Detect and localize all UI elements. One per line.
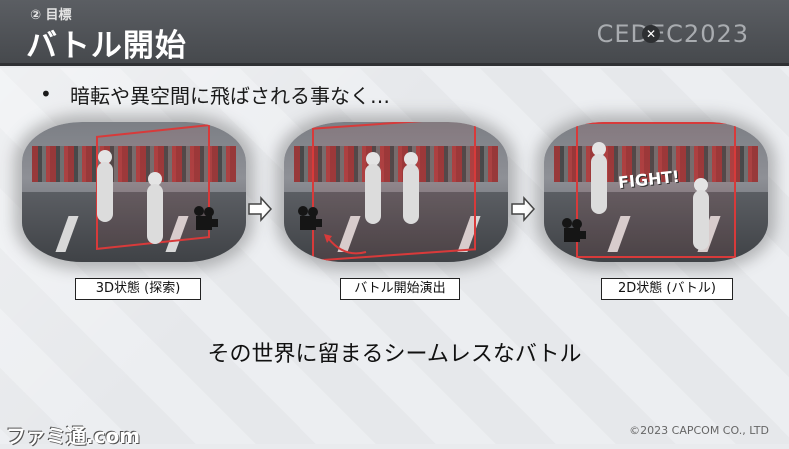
cedec-logo: CEDEC2023 (596, 20, 749, 48)
character (693, 190, 709, 250)
slide-title: バトル開始 (26, 28, 187, 64)
slide-header: ② 目標 バトル開始 CEDEC2023 ✕ (0, 0, 789, 66)
scene-label-transition: バトル開始演出 (340, 278, 460, 300)
scene-transition-image (284, 122, 508, 262)
road (544, 192, 768, 262)
character (403, 164, 419, 224)
character-head (592, 142, 606, 156)
character (97, 162, 113, 222)
character-head (366, 152, 380, 166)
character (365, 164, 381, 224)
bullet-text: 暗転や異空間に飛ばされる事なく… (70, 84, 390, 108)
section-subtitle: ② 目標 (30, 8, 72, 23)
scene-2d-image (544, 122, 768, 262)
scene-3d-image (22, 122, 246, 262)
arrow-right-icon (248, 196, 273, 222)
camera-icon (194, 206, 218, 232)
tagline: その世界に留まるシームレスなバトル (207, 342, 582, 367)
curved-arrow-icon (324, 234, 367, 255)
camera-icon (562, 218, 586, 244)
character-head (98, 150, 112, 164)
crowd (554, 146, 758, 182)
arrow-right-icon (511, 196, 536, 222)
character-head (694, 178, 708, 192)
bullet-marker: • (40, 82, 52, 106)
camera-icon (298, 206, 322, 232)
scene-label-2d: 2D状態 (バトル) (601, 278, 733, 300)
character-head (148, 172, 162, 186)
copyright: ©2023 CAPCOM CO., LTD (629, 424, 769, 437)
character (591, 154, 607, 214)
crowd (32, 146, 236, 182)
character-head (404, 152, 418, 166)
close-icon: ✕ (642, 25, 660, 43)
scene-label-3d: 3D状態 (探索) (75, 278, 201, 300)
famitsu-watermark: ファミ通.com (6, 424, 141, 448)
character (147, 184, 163, 244)
crowd (294, 146, 498, 182)
